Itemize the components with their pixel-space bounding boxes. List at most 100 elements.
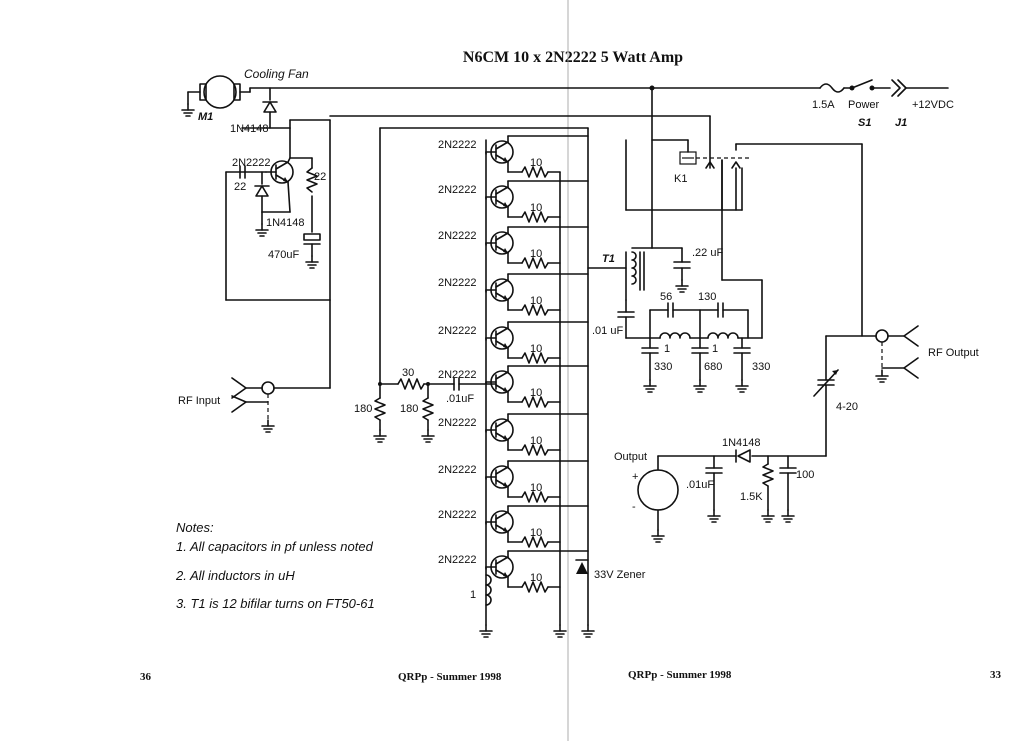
transistor-symbol [485,510,514,534]
emitter-resistor-label: 10 [530,482,542,494]
transistor-symbol [485,418,514,442]
emitter-resistor [521,211,549,223]
detector-diode-label: 1N4148 [722,437,761,449]
filter-inductor-2 [707,332,739,339]
output-meter-label: Output [614,451,647,463]
filter-inductor-1 [659,332,691,339]
emitter-resistor [521,352,549,364]
fan-transistor-label: 2N2222 [232,157,271,169]
detector-diode-symbol [737,449,751,463]
note-1: 1. All capacitors in pf unless noted [176,539,374,554]
emitter-resistor [521,444,549,456]
transistor-label: 2N2222 [438,554,477,566]
fan-motor-symbol [203,75,237,109]
emitter-resistor [521,257,549,269]
transformer-t1 [631,251,637,285]
transistor-symbol [485,185,514,209]
trimmer-label: 4-20 [836,401,858,413]
emitter-resistor [521,396,549,408]
footer-left-page: 36 [140,671,152,683]
filter-shunt-cap-1-label: 330 [654,361,672,373]
filter-shunt-cap-3-label: 330 [752,361,770,373]
fan-label: Cooling Fan [244,67,309,81]
switch-ref: S1 [858,117,871,129]
transistor-stage: 10 2N2222 [438,365,589,408]
transistor-symbol [485,370,514,394]
transistor-stage: 10 2N2222 [438,135,589,178]
transistor-symbol [485,278,514,302]
relay-ref: K1 [674,173,687,185]
transistor-label: 2N2222 [438,464,477,476]
transformer-ref: T1 [602,253,615,265]
transistor-array: 10 2N2222 10 2N2222 10 2N2222 10 2N2222 10 2N2222… [438,135,589,593]
emitter-resistor-label: 10 [530,248,542,260]
note-2: 2. All inductors in uH [175,568,295,583]
transistor-label: 2N2222 [438,139,477,151]
note-3: 3. T1 is 12 bifilar turns on FT50-61 [176,596,375,611]
transistor-label: 2N2222 [438,417,477,429]
rf-input-label: RF Input [178,395,220,407]
jack-ref: J1 [895,117,907,129]
fan-ref: M1 [198,111,213,123]
trimmer-capacitor [813,369,839,397]
emitter-resistor [521,491,549,503]
filter-shunt-cap-2-label: 680 [704,361,722,373]
detector-cap-label: .01uF [686,479,714,491]
filter-inductor-2-label: 1 [712,343,718,355]
base-inductor [485,574,492,606]
emitter-resistor-label: 10 [530,157,542,169]
filter-inductor-1-label: 1 [664,343,670,355]
transistor-symbol [485,465,514,489]
emitter-resistor [521,304,549,316]
zener-diode-symbol [576,562,588,574]
emitter-resistor [521,166,549,178]
input-shunt-resistor-2 [422,397,434,421]
fan-cap-label: 22 [234,181,246,193]
detector-resistor [762,463,774,487]
emitter-resistor [521,536,549,548]
base-inductor-label: 1 [470,589,476,601]
meter-plus-label: + [632,471,638,483]
input-series-resistor-label: 30 [402,367,414,379]
meter-minus-label: - [632,501,636,513]
emitter-resistor-label: 10 [530,387,542,399]
t1-coupling-cap-label: .01 uF [592,325,623,337]
input-shunt-resistor-1-label: 180 [354,403,372,415]
rf-output-label: RF Output [928,347,979,359]
footer-right-page: 33 [990,669,1002,681]
fan-resistor-label: 22 [314,171,326,183]
fan-diode-label: 1N4148 [230,123,269,135]
zener-label: 33V Zener [594,569,646,581]
power-switch [851,79,873,89]
rf-output-connector [903,357,919,379]
transistor-stage: 10 2N2222 [438,413,589,456]
t1-bypass-cap-label: .22 uF [692,247,723,259]
transistor-label: 2N2222 [438,369,477,381]
transistor-symbol [485,326,514,350]
emitter-resistor-label: 10 [530,435,542,447]
notes-heading: Notes: [176,520,214,535]
detector-cap2-label: 100 [796,469,814,481]
fan-clamp-diode-label: 1N4148 [266,217,305,229]
dc-jack-symbol [891,79,907,97]
emitter-resistor-label: 10 [530,527,542,539]
transistor-label: 2N2222 [438,325,477,337]
detector-resistor-label: 1.5K [740,491,763,503]
fuse-symbol [819,83,845,93]
transistor-label: 2N2222 [438,230,477,242]
supply-voltage-label: +12VDC [912,99,954,111]
transistor-symbol [485,555,514,579]
switch-label: Power [848,99,880,111]
input-shunt-resistor-2-label: 180 [400,403,418,415]
input-series-resistor [397,378,425,390]
fuse-label: 1.5A [812,99,835,111]
transistor-label: 2N2222 [438,277,477,289]
transistor-stage: 10 2N2222 [438,226,589,269]
fan-resistor-symbol [306,167,318,193]
rf-input-connector [231,395,247,413]
fan-clamp-diode-symbol [255,185,269,197]
